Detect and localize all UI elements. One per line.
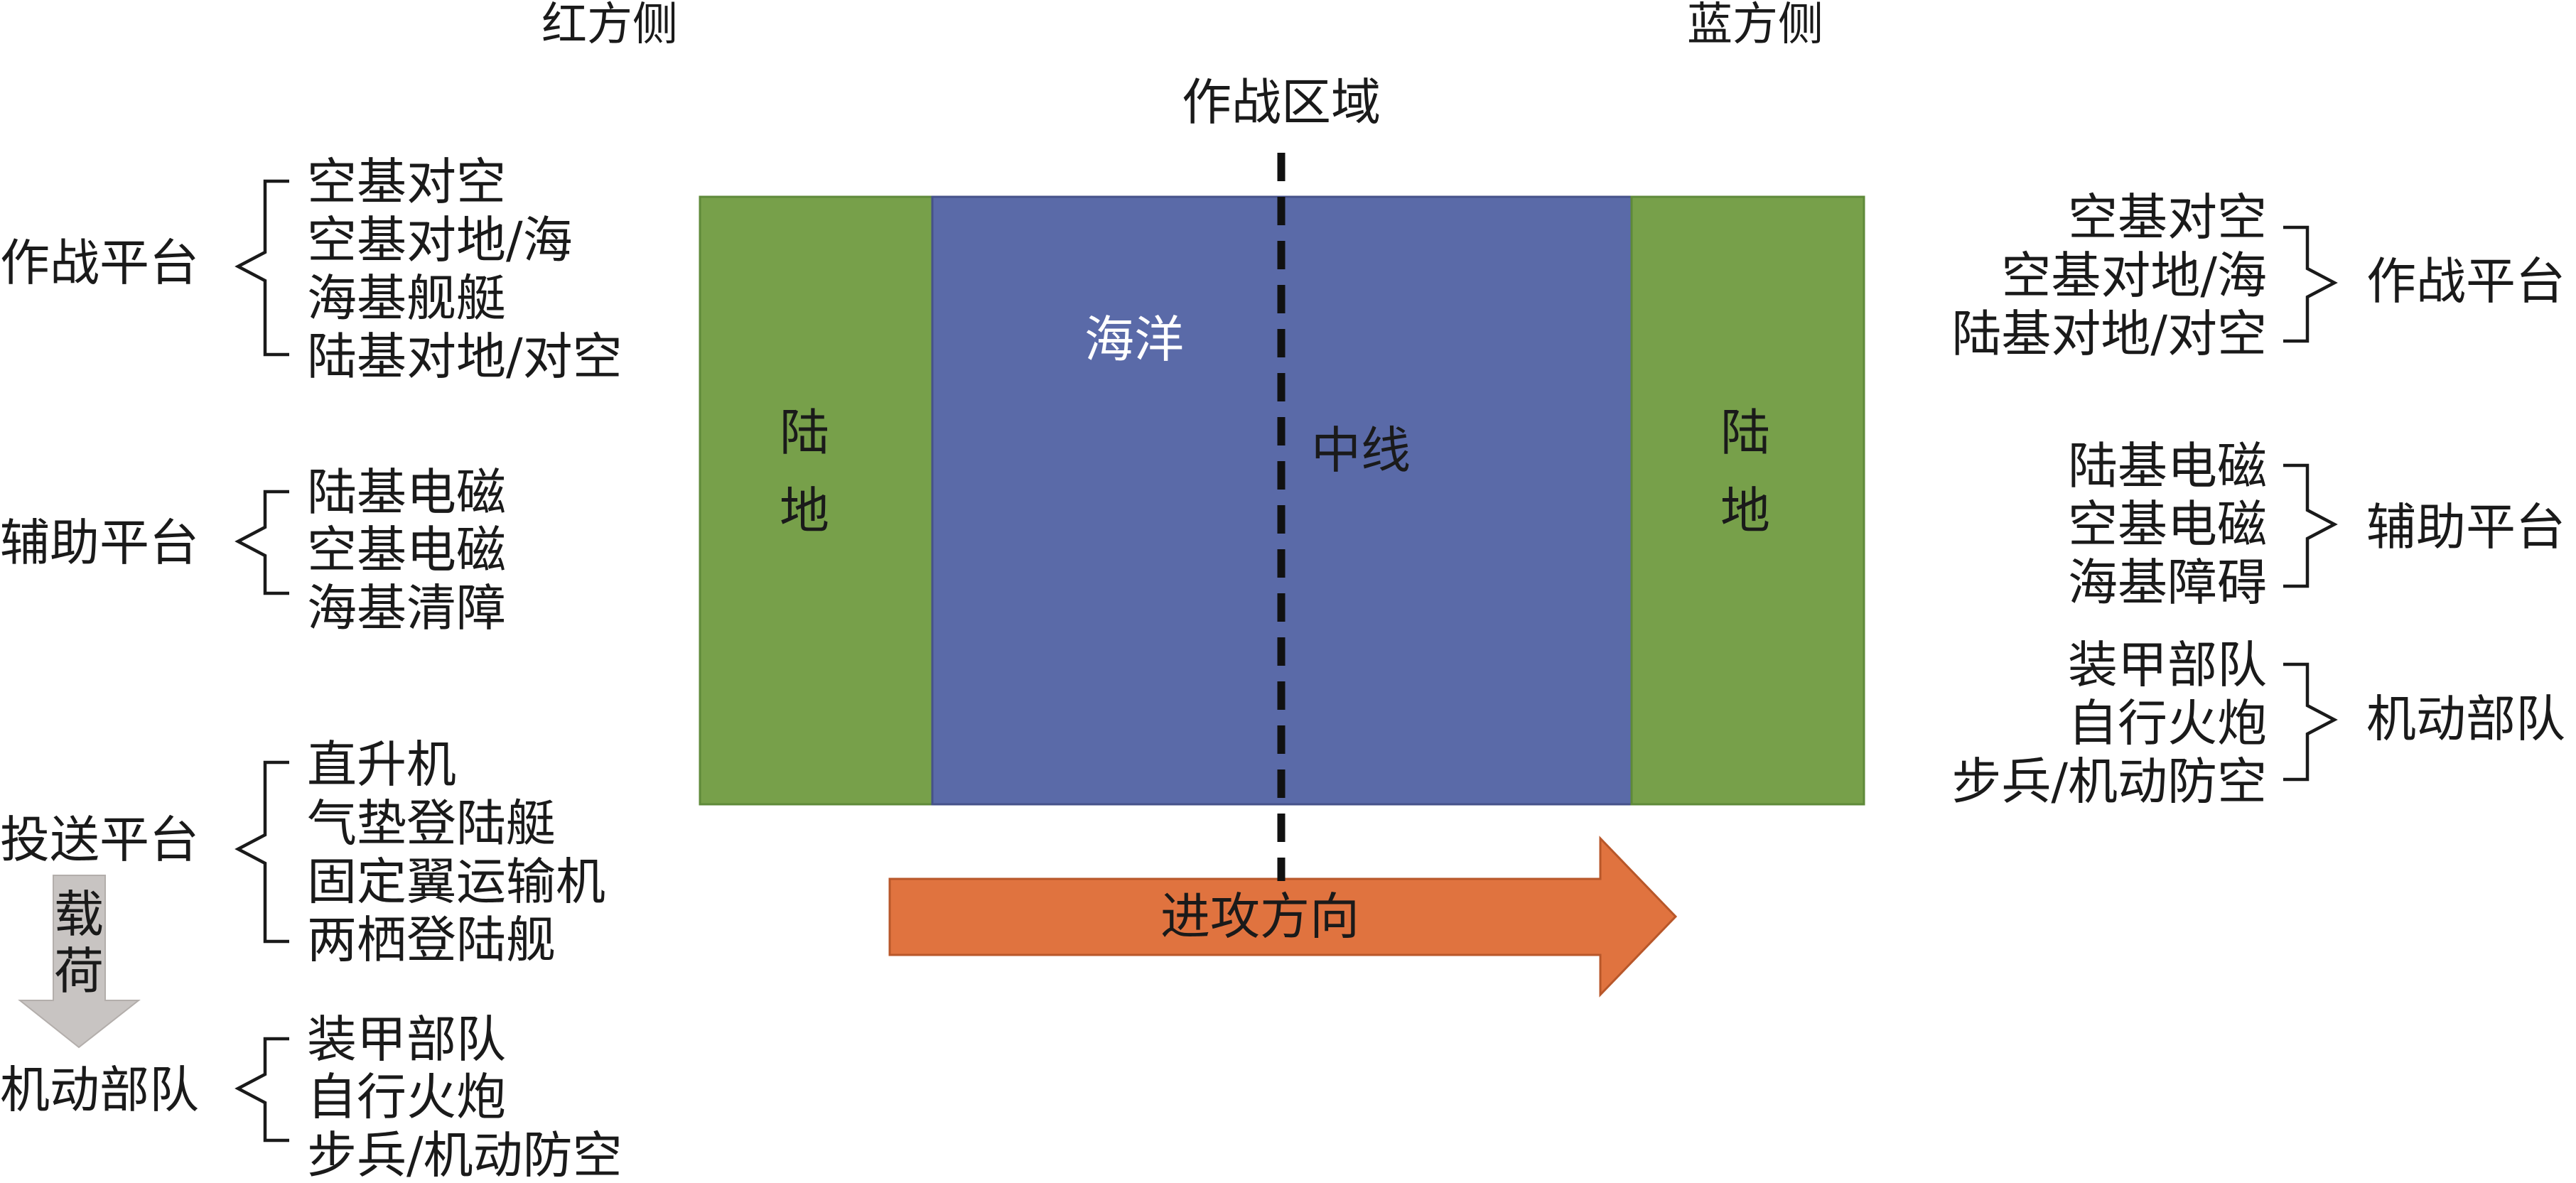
red-delivery-item-3: 固定翼运输机 bbox=[307, 853, 605, 911]
blue-mobile-item-2: 自行火炮 bbox=[2068, 694, 2267, 752]
battle-zone-title: 作战区域 bbox=[1182, 73, 1381, 131]
blue-mobile-force-bracket bbox=[2283, 662, 2338, 782]
red-mobile-item-3: 步兵/机动防空 bbox=[307, 1126, 623, 1183]
ocean-label: 海洋 bbox=[1084, 310, 1184, 369]
red-support-platform-bracket bbox=[235, 490, 289, 595]
blue-combat-item-3: 陆基对地/对空 bbox=[1951, 305, 2267, 363]
red-support-item-2: 空基电磁 bbox=[307, 521, 506, 579]
blue-support-item-2: 空基电磁 bbox=[2068, 495, 2267, 553]
blue-support-item-1: 陆基电磁 bbox=[2068, 437, 2267, 495]
blue-mobile-item-1: 装甲部队 bbox=[2068, 636, 2267, 694]
blue-support-platform-bracket bbox=[2283, 463, 2338, 588]
red-mobile-item-1: 装甲部队 bbox=[307, 1010, 506, 1069]
payload-char-2: 荷 bbox=[54, 942, 104, 1000]
blue-support-platform-label: 辅助平台 bbox=[2366, 498, 2565, 556]
attack-direction-arrow bbox=[888, 836, 1678, 998]
red-support-platform-label: 辅助平台 bbox=[0, 514, 199, 572]
red-combat-item-1: 空基对空 bbox=[307, 153, 506, 211]
red-delivery-platform-bracket bbox=[235, 760, 289, 944]
red-support-item-1: 陆基电磁 bbox=[307, 463, 506, 522]
right-land-char-1: 陆 bbox=[1720, 404, 1770, 462]
red-mobile-force-bracket bbox=[235, 1037, 289, 1143]
blue-combat-platform-label: 作战平台 bbox=[2366, 252, 2565, 310]
blue-support-item-3: 海基障碍 bbox=[2068, 553, 2267, 612]
blue-mobile-force-label: 机动部队 bbox=[2366, 690, 2565, 748]
red-delivery-item-1: 直升机 bbox=[307, 735, 456, 794]
blue-combat-item-2: 空基对地/海 bbox=[2001, 247, 2267, 305]
red-combat-item-3: 海基舰艇 bbox=[307, 269, 506, 328]
midline-label: 中线 bbox=[1311, 421, 1411, 480]
red-side-title: 红方侧 bbox=[541, 0, 678, 51]
blue-mobile-item-3: 步兵/机动防空 bbox=[1951, 752, 2267, 811]
red-combat-platform-bracket bbox=[235, 179, 289, 357]
left-land-char-1: 陆 bbox=[780, 404, 829, 462]
blue-side-title: 蓝方侧 bbox=[1687, 0, 1823, 51]
left-land-char-2: 地 bbox=[780, 482, 829, 540]
red-mobile-force-label: 机动部队 bbox=[0, 1061, 199, 1119]
left-land-region bbox=[699, 195, 934, 806]
red-mobile-item-2: 自行火炮 bbox=[307, 1068, 506, 1126]
payload-char-1: 载 bbox=[54, 885, 104, 944]
red-delivery-item-4: 两栖登陆舰 bbox=[307, 911, 556, 969]
red-delivery-item-2: 气垫登陆艇 bbox=[307, 794, 556, 853]
red-combat-item-4: 陆基对地/对空 bbox=[307, 328, 623, 386]
red-combat-item-2: 空基对地/海 bbox=[307, 211, 573, 269]
red-support-item-3: 海基清障 bbox=[307, 579, 506, 637]
red-delivery-platform-label: 投送平台 bbox=[0, 811, 199, 869]
right-land-char-2: 地 bbox=[1720, 482, 1770, 540]
blue-combat-item-1: 空基对空 bbox=[2068, 188, 2267, 247]
red-combat-platform-label: 作战平台 bbox=[0, 234, 199, 292]
attack-direction-label: 进攻方向 bbox=[1160, 887, 1359, 946]
blue-combat-platform-bracket bbox=[2283, 225, 2338, 343]
right-land-region bbox=[1630, 195, 1865, 806]
payload-down-arrow bbox=[18, 875, 141, 1049]
